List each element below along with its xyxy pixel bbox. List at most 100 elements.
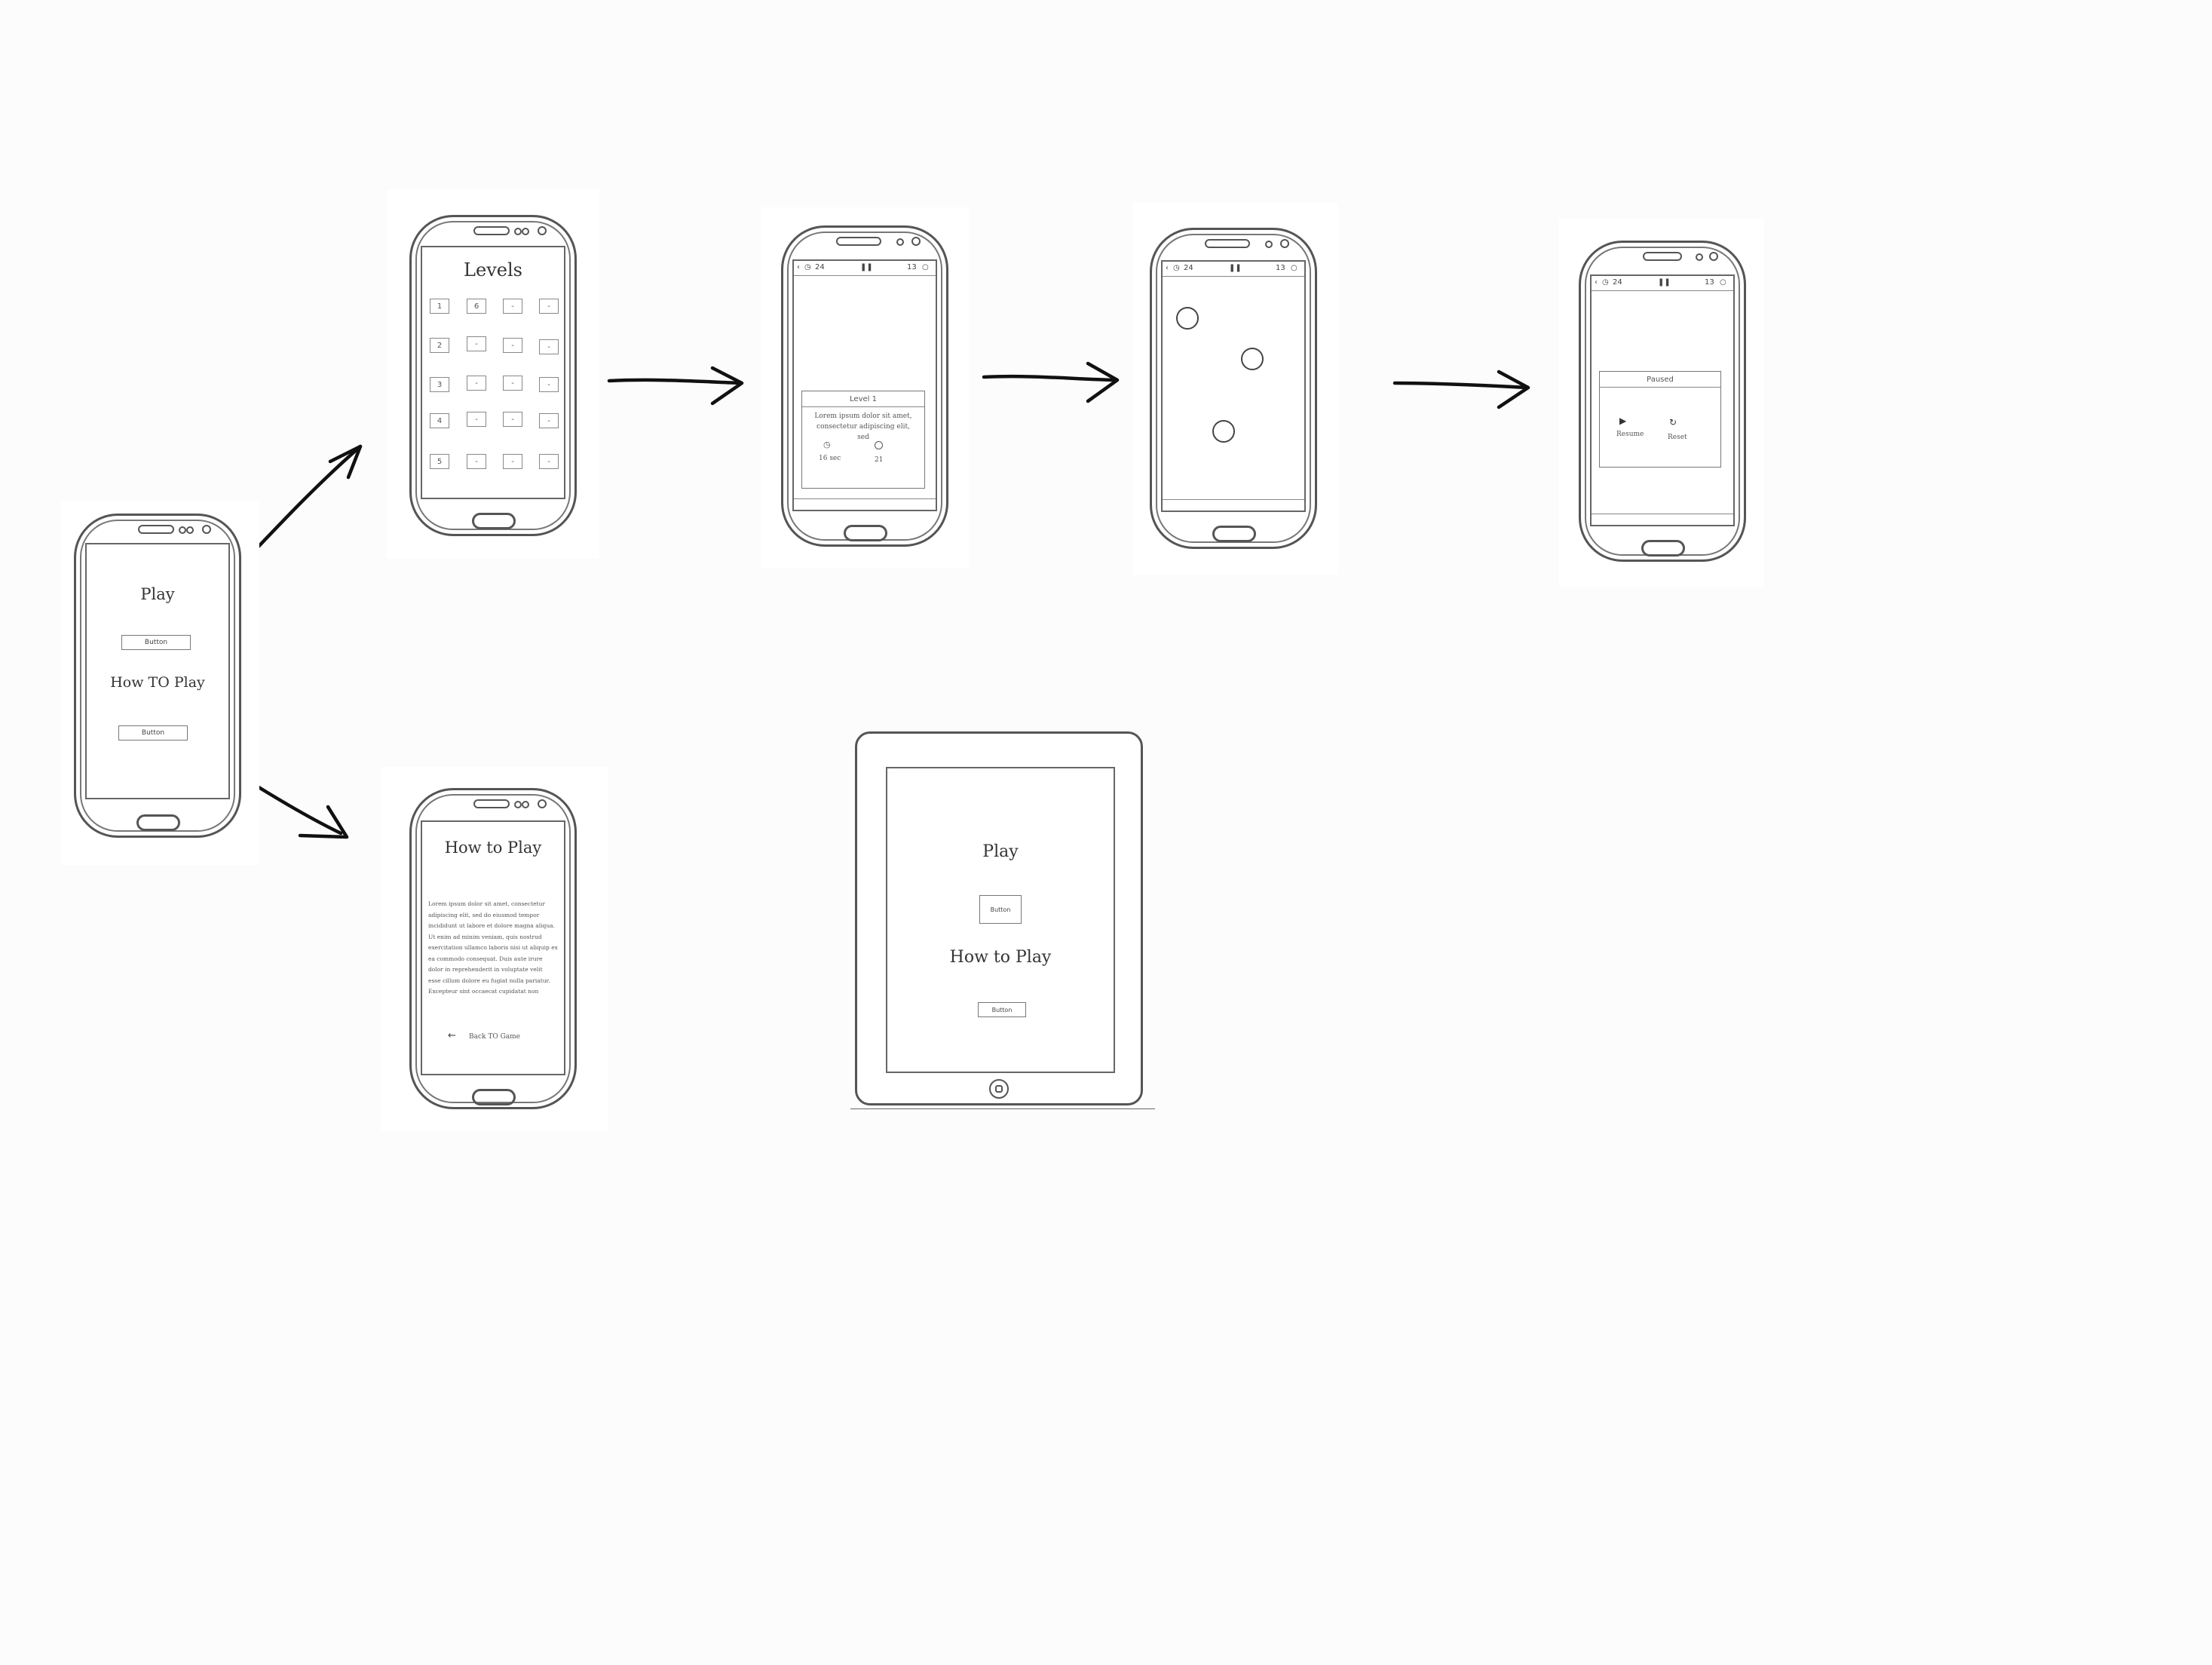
back-icon[interactable]: ‹: [1166, 264, 1169, 272]
phone-frame: How to Play Lorem ipsum dolor sit amet, …: [409, 788, 577, 1109]
pause-icon[interactable]: ❚❚: [1658, 278, 1671, 287]
level-intro-modal: Level 1 Lorem ipsum dolor sit amet, cons…: [801, 391, 925, 489]
target-circle[interactable]: [1241, 348, 1264, 370]
level-button[interactable]: -: [539, 377, 559, 392]
level-button[interactable]: -: [539, 413, 559, 428]
reset-icon[interactable]: ↻: [1669, 417, 1677, 428]
main-menu-screen: Play Button How TO Play Button: [85, 543, 230, 799]
level-button[interactable]: 4: [430, 413, 449, 428]
level-button[interactable]: -: [503, 412, 522, 427]
level-button[interactable]: 6: [467, 299, 486, 314]
target-icon: ○: [1720, 278, 1726, 287]
back-icon[interactable]: ‹: [797, 263, 800, 271]
status-bar: ‹ ◷ 24 ❚❚ 13 ○: [1163, 262, 1304, 277]
target-circle[interactable]: [1212, 420, 1235, 443]
pause-icon[interactable]: ❚❚: [860, 263, 873, 271]
back-to-game-link[interactable]: Back TO Game: [469, 1033, 520, 1041]
time-remaining: 24: [815, 263, 825, 271]
home-button[interactable]: [1212, 526, 1256, 542]
level-description: Lorem ipsum dolor sit amet, consectetur …: [814, 412, 912, 441]
play-icon[interactable]: ▶: [1619, 415, 1627, 426]
levels-title: Levels: [464, 259, 522, 281]
sensor-icon: [522, 228, 529, 235]
camera-icon: [1280, 239, 1289, 248]
level-button[interactable]: -: [539, 454, 559, 469]
pause-icon[interactable]: ❚❚: [1229, 264, 1242, 272]
time-limit: 16 sec: [819, 455, 841, 462]
target-count: 21: [875, 456, 884, 464]
how-to-play-button[interactable]: Button: [978, 1002, 1026, 1017]
level-intro-card: ‹ ◷ 24 ❚❚ 13 ○ Level 1 Lorem ipsum dolor…: [761, 207, 970, 568]
level-button[interactable]: -: [503, 299, 522, 314]
speaker-icon: [473, 799, 510, 808]
home-button[interactable]: [1641, 540, 1685, 557]
main-menu-card: Play Button How TO Play Button: [62, 501, 259, 865]
level-button[interactable]: 1: [430, 299, 449, 314]
gameplay-screen: ‹ ◷ 24 ❚❚ 13 ○: [1161, 260, 1306, 512]
instructions-line: Excepteur sint occaecat cupidatat non: [428, 988, 539, 995]
square-icon: [995, 1085, 1003, 1093]
bottom-bar: [1592, 514, 1733, 525]
level-button[interactable]: -: [467, 412, 486, 427]
arrow-intro-to-game: [982, 361, 1120, 403]
instructions-text: Lorem ipsum dolor sit amet, consectetur …: [428, 899, 558, 998]
level-button[interactable]: 5: [430, 454, 449, 469]
instructions-line: adipiscing elit, sed do eiusmod tempor: [428, 911, 540, 918]
paused-modal: Paused ▶ ↻ Resume Reset: [1599, 371, 1721, 468]
tablet-screen: Play Button How to Play Button: [886, 767, 1115, 1073]
play-button[interactable]: Button: [979, 895, 1022, 924]
speaker-icon: [138, 525, 174, 534]
level-button[interactable]: -: [503, 338, 522, 353]
home-button[interactable]: [989, 1079, 1009, 1099]
speaker-icon: [1643, 252, 1682, 261]
status-bar: ‹ ◷ 24 ❚❚ 13 ○: [794, 261, 936, 276]
target-circle[interactable]: [1176, 307, 1199, 330]
paused-screen: ‹ ◷ 24 ❚❚ 13 ○ Paused ▶ ↻ Resume Reset: [1590, 274, 1735, 526]
how-to-play-card: How to Play Lorem ipsum dolor sit amet, …: [381, 767, 608, 1130]
level-button[interactable]: -: [539, 339, 559, 354]
how-to-play-heading: How to Play: [949, 948, 1052, 967]
sensor-icon: [1696, 253, 1703, 261]
level-button[interactable]: -: [503, 454, 522, 469]
sensor-icon: [514, 228, 522, 235]
level-button[interactable]: -: [467, 376, 486, 391]
level-button[interactable]: -: [467, 336, 486, 351]
sensor-icon: [522, 801, 529, 808]
sensor-icon: [1265, 241, 1273, 248]
back-icon[interactable]: ‹: [1595, 278, 1598, 287]
score-count: 13: [1705, 278, 1714, 287]
how-to-play-heading: How TO Play: [110, 674, 205, 691]
home-button[interactable]: [136, 814, 180, 831]
level-button[interactable]: -: [503, 376, 522, 391]
level-button[interactable]: 3: [430, 377, 449, 392]
clock-icon: ◷: [823, 440, 831, 449]
instructions-line: exercitation ullamco laboris nisi ut ali…: [428, 944, 558, 951]
home-button[interactable]: [844, 525, 887, 541]
camera-icon: [1709, 252, 1718, 261]
home-button[interactable]: [472, 1089, 516, 1105]
level-button[interactable]: -: [539, 299, 559, 314]
instructions-line: Ut enim ad minim veniam, quis nostrud: [428, 933, 542, 940]
instructions-line: ea commodo consequat. Duis aute irure: [428, 955, 543, 962]
sensor-icon: [179, 526, 186, 534]
resume-label[interactable]: Resume: [1616, 431, 1644, 438]
timer-icon: ◷: [804, 263, 811, 271]
instructions-line: Lorem ipsum dolor sit amet, consectetur: [428, 900, 545, 907]
play-heading: Play: [982, 842, 1019, 861]
modal-title: Paused: [1600, 372, 1720, 388]
camera-icon: [538, 226, 547, 235]
speaker-icon: [1205, 239, 1250, 248]
back-arrow-icon[interactable]: ←: [448, 1030, 456, 1041]
level-button[interactable]: 2: [430, 338, 449, 353]
score-count: 13: [907, 263, 917, 271]
how-to-play-title: How to Play: [444, 839, 542, 857]
score-count: 13: [1276, 264, 1285, 272]
level-button[interactable]: -: [467, 454, 486, 469]
gameplay-card: ‹ ◷ 24 ❚❚ 13 ○: [1133, 202, 1338, 575]
modal-title: Level 1: [802, 391, 924, 407]
phone-frame: Play Button How TO Play Button: [74, 514, 241, 838]
play-button[interactable]: Button: [121, 635, 191, 650]
reset-label[interactable]: Reset: [1668, 434, 1687, 441]
how-to-play-button[interactable]: Button: [118, 725, 188, 741]
home-button[interactable]: [472, 513, 516, 529]
